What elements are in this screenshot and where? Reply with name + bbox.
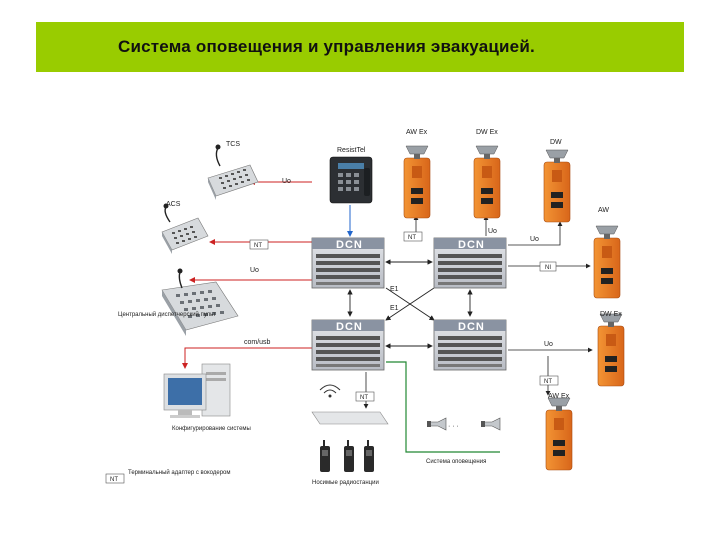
central-console	[161, 268, 239, 336]
svg-text:DCN: DCN	[336, 239, 363, 251]
svg-text:NT: NT	[408, 235, 416, 241]
horn-speaker-left	[426, 417, 447, 431]
svg-text:NI: NI	[545, 265, 551, 271]
dcn-cross-2	[385, 287, 435, 321]
uo-label-dw: Uo	[530, 236, 539, 243]
dcn-rack-top-left: DCN	[311, 237, 385, 289]
svg-text:NT: NT	[360, 395, 368, 401]
speaker-dw-top	[543, 149, 571, 223]
uo-label-dw-ex: Uo	[488, 228, 497, 235]
notification-line	[386, 361, 500, 453]
resisttel-phone	[329, 156, 373, 204]
aw-right-label: AW	[598, 207, 609, 214]
nt-box-router	[355, 391, 375, 402]
aw-ex-top-label: AW Ex	[406, 129, 428, 136]
tcs-console	[207, 144, 259, 200]
horn-dots: · · ·	[448, 423, 459, 430]
speaker-aw-ex-bottom	[545, 397, 573, 471]
speaker-aw-ex-top	[403, 145, 431, 219]
dw-ex-top-label: DW Ex	[476, 129, 498, 136]
svg-text:NT: NT	[254, 243, 262, 249]
uo-label-dw-ex-right: Uo	[544, 341, 553, 348]
legend-nt-box	[105, 473, 125, 484]
dw-top-label: DW	[550, 139, 562, 146]
portable-radios	[320, 440, 374, 472]
notification-system-label: Система оповещения	[426, 459, 486, 465]
dw-top-line	[508, 221, 563, 246]
central-console-label: Центральный диспетчерский пульт	[118, 311, 216, 318]
speaker-dw-ex-top	[473, 145, 501, 219]
config-label: Конфигурирование системы	[172, 426, 251, 432]
e1-label-top: E1	[390, 286, 399, 293]
svg-text:DCN: DCN	[458, 239, 485, 251]
svg-text:NT: NT	[110, 477, 118, 483]
acs-label: ACS	[166, 201, 181, 208]
nt-box-aw-ex	[403, 231, 423, 242]
speaker-dw-ex-right	[597, 313, 625, 387]
config-computer	[163, 363, 231, 418]
resisttel-label: ResistTel	[337, 147, 366, 154]
legend-description: Терминальный адаптер с вокодером	[128, 469, 231, 476]
svg-text:NT: NT	[544, 379, 552, 385]
dcn-rack-bottom-right: DCN	[433, 319, 507, 371]
tcs-label: TCS	[226, 141, 240, 148]
svg-text:DCN: DCN	[336, 321, 363, 333]
uo-label-tcs: Uo	[282, 178, 291, 185]
title-bar: Система оповещения и управления эвакуаци…	[36, 22, 684, 72]
wifi-router	[311, 384, 389, 425]
ni-box	[539, 261, 557, 272]
e1-label-bottom: E1	[390, 305, 399, 312]
dcn-rack-top-right: DCN	[433, 237, 507, 289]
svg-text:DCN: DCN	[458, 321, 485, 333]
speaker-aw-right	[593, 225, 621, 299]
com-usb-label: com/usb	[244, 339, 271, 346]
aw-ex-bottom-label: AW Ex	[548, 393, 570, 400]
nt-box-aw-ex-bottom	[539, 375, 559, 386]
horn-speaker-right	[480, 417, 501, 431]
acs-console	[161, 203, 209, 254]
dw-ex-right-label: DW Ex	[600, 311, 622, 318]
uo-label-console: Uo	[250, 267, 259, 274]
radios-label: Носимые радиостанции	[312, 480, 379, 486]
page-title: Система оповещения и управления эвакуаци…	[118, 37, 535, 56]
nt-box-acs	[249, 239, 269, 250]
pc-link-line	[182, 347, 312, 369]
dcn-rack-bottom-left: DCN	[311, 319, 385, 371]
